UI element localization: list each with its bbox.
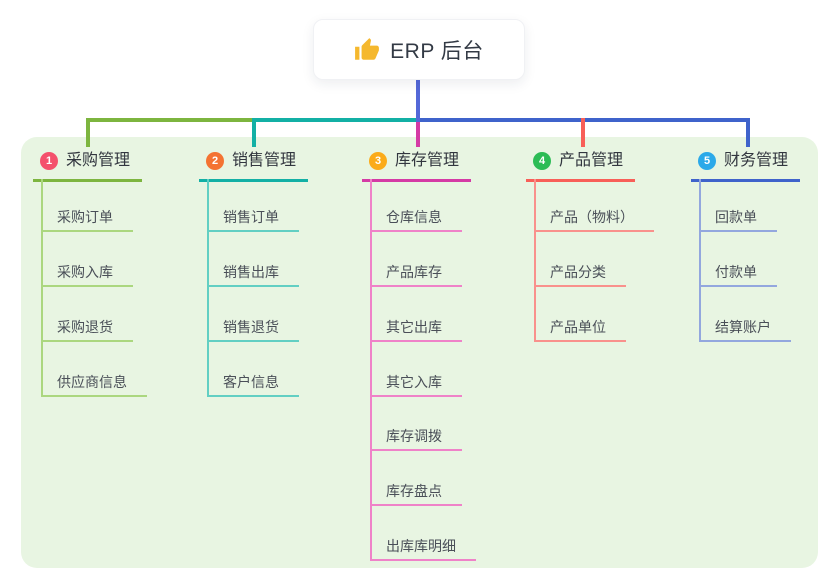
mindmap-node-item[interactable]: 产品库存 — [370, 263, 462, 287]
item-label: 产品单位 — [550, 318, 606, 335]
connector-drop-2 — [252, 118, 256, 147]
branch-number-badge: 3 — [369, 152, 387, 170]
item-label: 回款单 — [715, 209, 757, 225]
item-label: 客户信息 — [223, 373, 279, 390]
item-label: 其它入库 — [386, 373, 442, 390]
branch-title-2[interactable]: 2 销售管理 — [199, 151, 309, 182]
mindmap-node-item[interactable]: 付款单 — [699, 263, 777, 287]
root-node[interactable]: ERP 后台 — [313, 19, 525, 80]
branch-number-badge: 2 — [206, 152, 224, 170]
item-label: 产品库存 — [386, 263, 442, 280]
mindmap-node-item[interactable]: 库存调拨 — [370, 427, 462, 452]
connector-drop-5 — [746, 118, 750, 147]
item-label: 产品分类 — [550, 263, 606, 280]
branch-title-1[interactable]: 1 采购管理 — [33, 151, 143, 182]
item-label: 仓库信息 — [386, 209, 442, 225]
mindmap-node-item[interactable]: 采购入库 — [41, 263, 133, 287]
mindmap-node-item[interactable]: 采购订单 — [41, 208, 133, 232]
mindmap-node-item[interactable]: 销售出库 — [207, 263, 299, 287]
mindmap-node-item[interactable]: 库存盘点 — [370, 482, 462, 507]
item-label: 销售出库 — [223, 263, 279, 280]
mindmap-node-item[interactable]: 销售退货 — [207, 318, 299, 342]
item-label: 供应商信息 — [57, 373, 127, 390]
branch-title-label: 产品管理 — [559, 152, 624, 169]
mindmap-node-item[interactable]: 其它入库 — [370, 373, 462, 397]
connector-horizontal-1 — [86, 118, 254, 122]
branch-title-3[interactable]: 3 库存管理 — [362, 151, 472, 182]
branch-title-5[interactable]: 5 财务管理 — [691, 151, 801, 182]
item-label: 销售订单 — [223, 209, 279, 225]
connector-drop-3 — [416, 118, 420, 147]
branch-vline-2 — [207, 179, 209, 396]
connector-horizontal-2 — [252, 118, 420, 122]
thumbs-up-icon — [354, 37, 380, 63]
mindmap-node-item[interactable]: 销售订单 — [207, 208, 299, 232]
mindmap-node-item[interactable]: 采购退货 — [41, 318, 133, 342]
item-label: 采购退货 — [57, 318, 113, 335]
item-label: 其它出库 — [386, 318, 442, 335]
branch-title-label: 销售管理 — [232, 152, 297, 169]
mindmap-node-item[interactable]: 产品（物料） — [534, 208, 654, 232]
branch-vline-3 — [370, 179, 372, 561]
mindmap-node-item[interactable]: 出库库明细 — [370, 537, 476, 562]
branch-number-badge: 5 — [698, 152, 716, 170]
connector-drop-1 — [86, 118, 90, 147]
branch-title-label: 采购管理 — [66, 152, 131, 169]
item-label: 出库库明细 — [386, 538, 456, 555]
item-label: 结算账户 — [715, 318, 771, 335]
mindmap-node-item[interactable]: 其它出库 — [370, 318, 462, 342]
mindmap-node-item[interactable]: 客户信息 — [207, 373, 299, 397]
item-label: 采购订单 — [57, 209, 113, 225]
branch-number-badge: 4 — [533, 152, 551, 170]
mindmap-node-item[interactable]: 产品单位 — [534, 318, 626, 342]
mindmap-node-item[interactable]: 仓库信息 — [370, 208, 462, 232]
item-label: 库存盘点 — [386, 483, 442, 500]
branch-vline-1 — [41, 179, 43, 396]
mindmap-node-item[interactable]: 供应商信息 — [41, 373, 147, 397]
branch-vline-5 — [699, 179, 701, 341]
item-label: 库存调拨 — [386, 428, 442, 445]
root-node-label: ERP 后台 — [390, 39, 484, 63]
branch-title-label: 库存管理 — [395, 152, 460, 169]
mindmap-node-item[interactable]: 结算账户 — [699, 318, 791, 342]
mindmap-node-item[interactable]: 回款单 — [699, 208, 777, 232]
branch-title-4[interactable]: 4 产品管理 — [526, 151, 636, 182]
branch-title-label: 财务管理 — [724, 152, 789, 169]
connector-drop-4 — [581, 118, 585, 147]
mindmap-node-item[interactable]: 产品分类 — [534, 263, 626, 287]
item-label: 销售退货 — [223, 318, 279, 335]
branch-number-badge: 1 — [40, 152, 58, 170]
item-label: 产品（物料） — [550, 209, 634, 225]
item-label: 付款单 — [715, 263, 757, 280]
connector-root-stem — [416, 80, 420, 122]
item-label: 采购入库 — [57, 263, 113, 280]
branch-vline-4 — [534, 179, 536, 341]
mindmap-panel — [21, 137, 818, 568]
